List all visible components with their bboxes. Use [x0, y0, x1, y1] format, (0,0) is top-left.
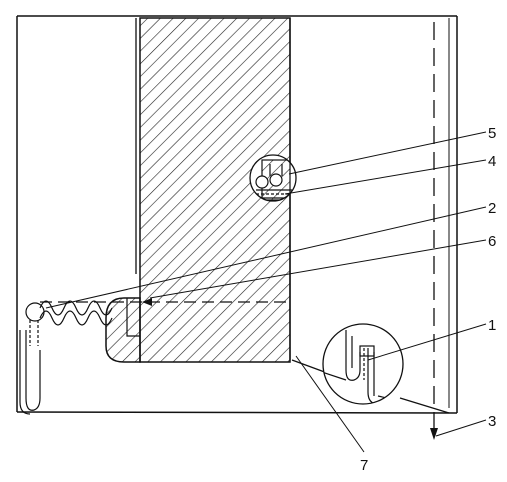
left-arrow-icon — [142, 298, 152, 306]
leader-4 — [284, 159, 487, 195]
callout-6: 6 — [488, 233, 496, 250]
callout-3: 3 — [488, 413, 496, 430]
leader-1 — [367, 323, 487, 361]
callout-2: 2 — [488, 200, 496, 217]
dashed-level-line — [40, 298, 290, 306]
leader-3 — [435, 419, 487, 437]
dashed-flow-line — [430, 22, 438, 440]
detail-circle-top — [249, 154, 297, 202]
callout-7: 7 — [360, 457, 368, 474]
down-arrow-icon — [430, 428, 438, 440]
outer-frame — [16, 15, 458, 414]
spring-coil — [19, 300, 113, 415]
detail-circle-bottom — [322, 323, 404, 405]
hatched-foot — [105, 297, 141, 363]
leader-6 — [149, 239, 487, 299]
callout-labels: 5 4 2 6 1 3 7 — [360, 125, 496, 474]
leader-2 — [45, 206, 487, 309]
leader-lines — [45, 131, 487, 453]
leader-7 — [295, 355, 365, 453]
callout-5: 5 — [488, 125, 496, 142]
callout-1: 1 — [488, 317, 496, 334]
callout-4: 4 — [488, 153, 496, 170]
leader-5 — [288, 131, 487, 175]
